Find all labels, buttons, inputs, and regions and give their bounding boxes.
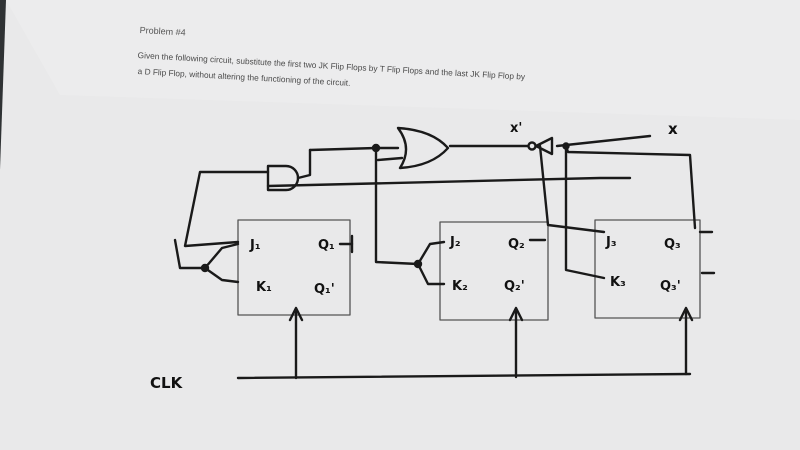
x-input-label: x bbox=[668, 120, 678, 138]
or-gate bbox=[396, 126, 450, 170]
ff2-j-label: J₂ bbox=[449, 235, 461, 250]
ff1-j-label: J₁ bbox=[249, 238, 261, 253]
ff2-k-label: K₂ bbox=[452, 279, 468, 294]
and-gate bbox=[266, 164, 300, 192]
ff2-q-label: Q₂ bbox=[508, 237, 525, 252]
not-gate-bubble bbox=[527, 141, 537, 151]
ff3-k-label: K₃ bbox=[610, 275, 626, 290]
clock-label: CLK bbox=[150, 374, 184, 392]
ff3-qbar-label: Q₃' bbox=[660, 279, 681, 294]
x-inverted-label: x' bbox=[510, 121, 522, 136]
ff2-qbar-label: Q₂' bbox=[504, 279, 525, 294]
flip-flop-1-box bbox=[237, 219, 351, 316]
ff1-qbar-label: Q₁' bbox=[314, 282, 335, 297]
ff1-q-label: Q₁ bbox=[318, 238, 335, 253]
flip-flop-2-box bbox=[439, 221, 549, 321]
flip-flop-3-box bbox=[594, 219, 701, 319]
ff3-j-label: J₃ bbox=[605, 235, 617, 250]
not-gate bbox=[534, 136, 554, 156]
ff1-k-label: K₁ bbox=[256, 280, 272, 295]
ff3-q-label: Q₃ bbox=[664, 237, 681, 252]
